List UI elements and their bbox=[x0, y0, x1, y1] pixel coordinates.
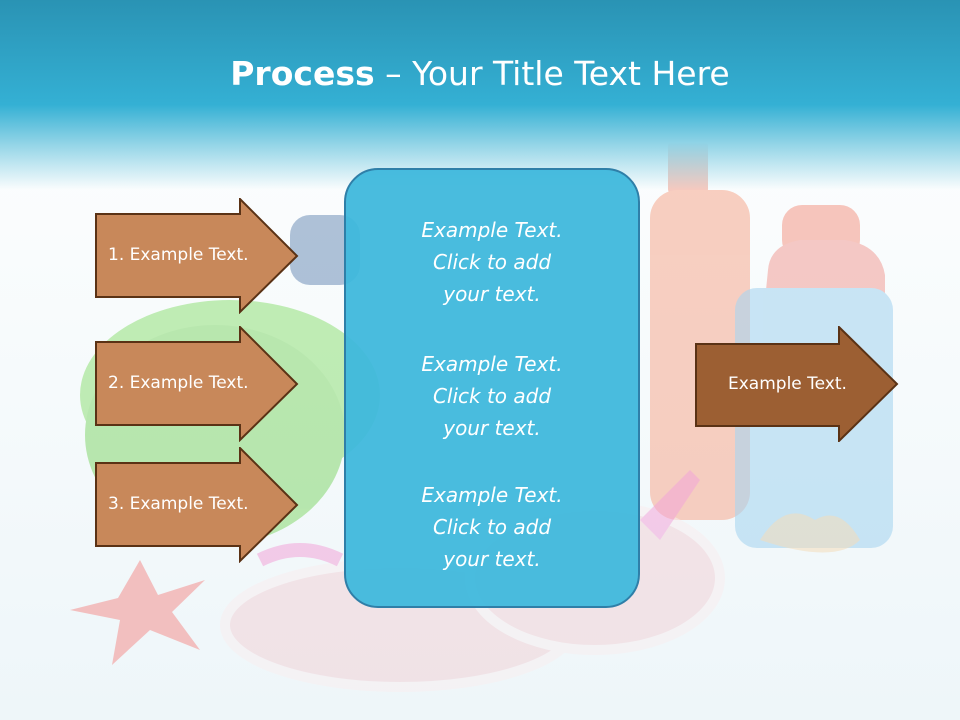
paragraph-line: your text. bbox=[443, 282, 541, 306]
snorkel-mask-icon bbox=[290, 215, 360, 285]
slide-title[interactable]: Process – Your Title Text Here bbox=[0, 52, 960, 96]
title-bold-part: Process bbox=[230, 54, 375, 93]
paragraph-line: your text. bbox=[443, 547, 541, 571]
right-arrow-label: Example Text. bbox=[728, 374, 847, 394]
paragraph-line: Example Text. bbox=[421, 352, 563, 376]
paragraph-line: Click to add bbox=[432, 515, 552, 539]
left-arrow-3-label: 3. Example Text. bbox=[108, 494, 249, 514]
paragraph-line: Click to add bbox=[432, 384, 552, 408]
arrow-shape bbox=[95, 198, 299, 314]
arrow-shape bbox=[95, 326, 299, 442]
left-arrow-2-label: 2. Example Text. bbox=[108, 373, 249, 393]
left-arrow-1[interactable]: 1. Example Text. bbox=[95, 198, 299, 314]
left-arrow-3[interactable]: 3. Example Text. bbox=[95, 447, 299, 563]
seashell-icon bbox=[760, 513, 860, 553]
paragraph-line: your text. bbox=[443, 416, 541, 440]
center-text-box[interactable]: Example Text. Click to add your text. Ex… bbox=[344, 168, 640, 608]
starfish-icon bbox=[70, 560, 205, 665]
arrow-shape bbox=[695, 326, 899, 442]
center-paragraph-1: Example Text. Click to add your text. bbox=[346, 214, 638, 310]
title-rest-part: – Your Title Text Here bbox=[374, 54, 730, 93]
center-paragraph-3: Example Text. Click to add your text. bbox=[346, 479, 638, 575]
left-arrow-1-label: 1. Example Text. bbox=[108, 245, 249, 265]
paragraph-line: Example Text. bbox=[421, 483, 563, 507]
paragraph-line: Click to add bbox=[432, 250, 552, 274]
left-arrow-2[interactable]: 2. Example Text. bbox=[95, 326, 299, 442]
center-paragraph-2: Example Text. Click to add your text. bbox=[346, 348, 638, 444]
arrow-shape bbox=[95, 447, 299, 563]
right-arrow[interactable]: Example Text. bbox=[695, 326, 899, 442]
paragraph-line: Example Text. bbox=[421, 218, 563, 242]
header-band bbox=[0, 0, 960, 190]
